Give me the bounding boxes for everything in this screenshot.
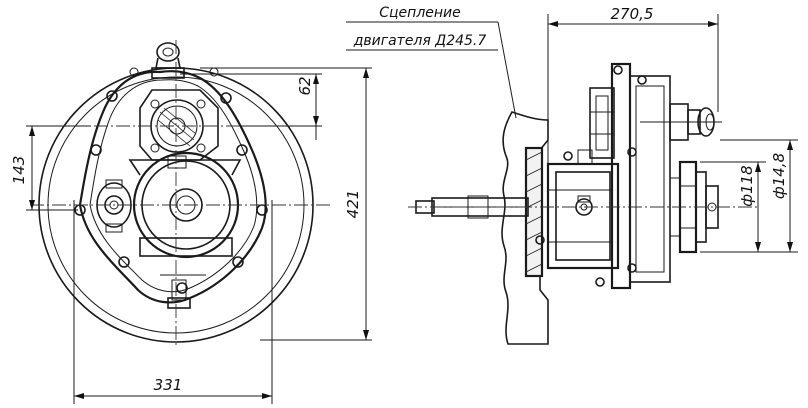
dimension-62-label: 62 xyxy=(296,76,314,95)
dimension-f118-label: ф118 xyxy=(738,165,756,206)
note-leader xyxy=(346,21,517,119)
upper-unit xyxy=(577,87,615,165)
side-view: 270,5 ф118 ф14,8 Сцепление двигателя Д24… xyxy=(346,5,798,345)
lifting-eye xyxy=(151,42,185,79)
note-line-1: Сцепление xyxy=(379,5,461,21)
perimeter-bolts xyxy=(74,67,268,294)
dimension-f14-8-label: ф14,8 xyxy=(770,153,788,199)
top-pulley xyxy=(640,103,722,141)
gearbox-body xyxy=(546,62,671,290)
side-component xyxy=(96,179,132,233)
dimension-421-label: 421 xyxy=(344,190,362,219)
note-line-2: двигателя Д245.7 xyxy=(353,33,487,49)
gearbox-inner-outline xyxy=(89,79,258,293)
body-bolts xyxy=(535,65,647,287)
dimension-143-label: 143 xyxy=(10,156,28,185)
dimension-143 xyxy=(26,125,90,211)
dimension-270-5-label: 270,5 xyxy=(611,5,654,23)
front-view: 143 62 421 331 xyxy=(10,40,372,404)
dimension-331 xyxy=(73,200,273,404)
dimension-331-label: 331 xyxy=(154,376,183,394)
dimension-62 xyxy=(180,73,322,140)
dimension-270-5 xyxy=(547,14,719,170)
dimension-421 xyxy=(200,67,372,341)
dimension-f14-8 xyxy=(720,139,798,253)
